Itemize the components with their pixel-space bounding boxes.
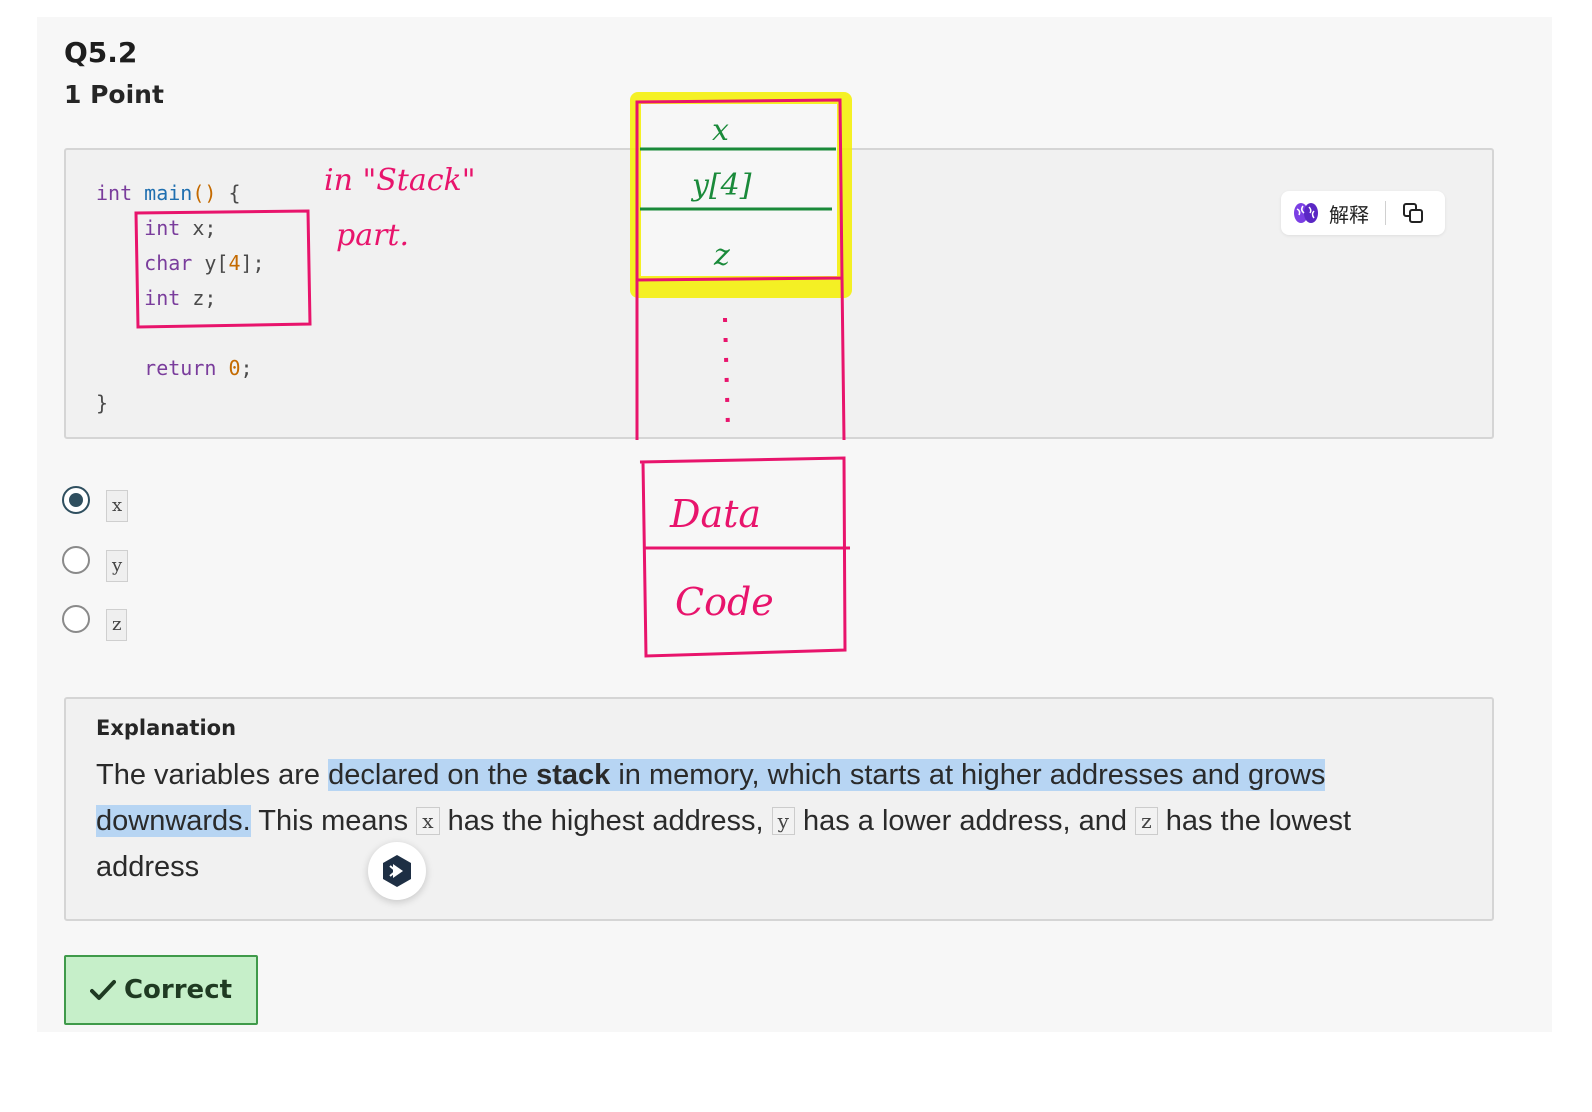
code-listing: int main() { int x; char y[4]; int z; re… xyxy=(96,181,265,415)
explanation-bold-stack: stack xyxy=(536,759,611,791)
code-block xyxy=(64,148,1494,439)
inline-code-x: x xyxy=(416,807,440,835)
explanation-text: The variables are declared on the stack … xyxy=(96,752,1456,890)
option-y-label: y xyxy=(106,550,129,582)
question-title: Q5.2 xyxy=(64,36,138,69)
explanation-part: This means xyxy=(250,805,417,837)
explanation-part: has the highest address, xyxy=(439,805,772,837)
correct-status-button: Correct xyxy=(64,955,258,1025)
code-line-1: int main() { xyxy=(96,181,241,205)
option-x[interactable]: x xyxy=(62,478,129,522)
code-line-2: int x; xyxy=(144,216,217,240)
option-z-label: z xyxy=(106,609,128,641)
checkmark-icon xyxy=(89,980,116,1000)
copy-button[interactable] xyxy=(1402,202,1424,224)
explanation-part: in memory, which starts at higher addres… xyxy=(96,759,1326,837)
explanation-part: declared on the xyxy=(328,759,537,791)
inline-code-z: z xyxy=(1135,807,1158,835)
code-line-5: return 0; xyxy=(144,356,253,380)
toolbar-divider xyxy=(1385,201,1386,225)
code-toolbar: 解释 xyxy=(1281,191,1445,235)
radio-y[interactable] xyxy=(62,546,90,574)
inline-code-y: y xyxy=(771,807,795,835)
option-y[interactable]: y xyxy=(62,538,129,582)
code-line-3: char y[4]; xyxy=(144,251,265,275)
code-line-4: int z; xyxy=(144,286,217,310)
copy-icon xyxy=(1403,203,1423,223)
hexagon-play-icon xyxy=(383,855,411,887)
floating-action-button[interactable] xyxy=(368,842,426,900)
explanation-title: Explanation xyxy=(96,716,237,740)
option-z[interactable]: z xyxy=(62,597,128,641)
explanation-part: The variables are xyxy=(96,759,329,791)
explain-button[interactable]: 解释 xyxy=(1281,191,1369,235)
explanation-part: has the lowest address xyxy=(96,805,1352,883)
option-x-label: x xyxy=(106,490,129,522)
explanation-part: has a lower address, and xyxy=(794,805,1136,837)
explain-label: 解释 xyxy=(1329,202,1369,227)
brain-icon xyxy=(1294,203,1318,223)
radio-z[interactable] xyxy=(62,605,90,633)
question-points: 1 Point xyxy=(64,80,164,109)
radio-x[interactable] xyxy=(62,486,90,514)
correct-label: Correct xyxy=(123,975,233,1005)
